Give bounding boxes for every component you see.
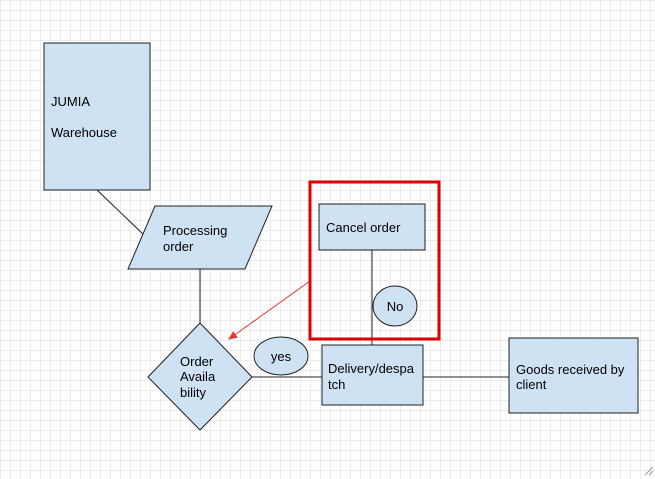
warehouse-label-line2: Warehouse (51, 125, 117, 140)
cancel-order-label: Cancel order (326, 220, 401, 235)
order-availability-label-line1: Order (180, 354, 214, 369)
delivery-label-line2: tch (328, 377, 345, 392)
node-delivery[interactable]: Delivery/despa tch (321, 344, 424, 406)
goods-received-label-line2: client (516, 377, 547, 392)
node-goods-received[interactable]: Goods received by client (508, 337, 639, 414)
delivery-box[interactable] (321, 344, 424, 406)
yes-ellipse[interactable] (253, 336, 309, 376)
order-availability-label-line3: bility (180, 385, 207, 400)
node-order-availability[interactable]: Order Availa bility (147, 322, 253, 431)
processing-order-label-line1: Processing (163, 223, 227, 238)
node-cancel-order[interactable]: Cancel order (318, 203, 426, 251)
connector-warehouse-processing[interactable] (96, 189, 146, 237)
delivery-label-line1: Delivery/despa (328, 361, 415, 376)
warehouse-label-line1: JUMIA (51, 94, 90, 109)
node-yes[interactable]: yes (253, 336, 309, 376)
goods-received-box[interactable] (508, 337, 639, 414)
no-ellipse[interactable] (372, 285, 418, 327)
red-arrow[interactable] (228, 280, 311, 340)
processing-order-shape[interactable] (127, 205, 273, 270)
node-processing-order[interactable]: Processing order (127, 205, 273, 270)
connectors (96, 189, 509, 378)
highlight-box[interactable] (308, 180, 441, 341)
goods-received-label-line1: Goods received by (516, 362, 625, 377)
processing-order-label-line2: order (163, 239, 194, 254)
warehouse-box[interactable] (43, 42, 151, 191)
no-label: No (387, 299, 404, 314)
order-availability-label-line2: Availa (180, 369, 216, 384)
cancel-order-box[interactable] (318, 203, 426, 251)
order-availability-diamond[interactable] (147, 322, 253, 431)
node-warehouse[interactable]: JUMIA Warehouse (43, 42, 151, 191)
yes-label: yes (271, 349, 292, 364)
resize-grip-icon[interactable] (644, 466, 654, 476)
node-no[interactable]: No (372, 285, 418, 327)
